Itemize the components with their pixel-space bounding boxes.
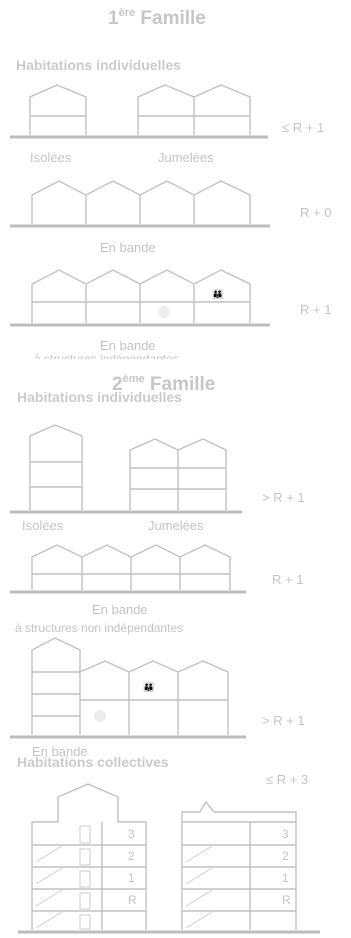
level-r1-gt-2: > R + 1 — [262, 713, 305, 728]
family-1-title: 1ère Famille — [108, 7, 206, 29]
label-isolees-1: Isolées — [30, 150, 72, 165]
label-jumelees-1: Jumelées — [158, 150, 214, 165]
house-semidetached-2 — [129, 438, 227, 510]
level-r1-gt: > R + 1 — [262, 490, 305, 505]
level-r1-le: ≤ R + 1 — [282, 120, 325, 135]
floor-label-3-a: 3 — [128, 827, 135, 841]
house-row-r1-independent: 👪 — [31, 269, 251, 323]
section-individual-1: Habitations individuelles — [16, 57, 181, 73]
level-r1-d: R + 1 — [272, 572, 304, 587]
house-row-r0 — [31, 180, 251, 224]
house-row-non-independent: 👪 — [31, 637, 229, 735]
section-individual-2: Habitations individuelles — [17, 389, 182, 405]
floor-label-2-b: 2 — [282, 849, 289, 863]
section-collective: Habitations collectives — [17, 754, 169, 770]
label-jumelees-2: Jumelées — [148, 518, 204, 533]
people-icon: 👪 — [212, 288, 223, 300]
fire-icon — [158, 306, 170, 318]
family-2-title: 2ème Famille — [112, 373, 216, 395]
label-en-bande-4: En bande — [32, 744, 88, 759]
floor-label-r-b: R — [282, 893, 291, 907]
label-en-bande-3: En bande — [92, 602, 148, 617]
house-isolated-1 — [29, 84, 87, 135]
floor-label-1-b: 1 — [282, 871, 289, 885]
label-isolees-2: Isolées — [22, 518, 64, 533]
floor-label-r-a: R — [128, 893, 137, 907]
floor-label-1-a: 1 — [128, 871, 135, 885]
floor-label-2-a: 2 — [128, 849, 135, 863]
label-structures-2: à structures non indépendantes — [15, 621, 184, 635]
label-structures-1: à structures indépendantes — [34, 352, 179, 359]
label-en-bande-1: En bande — [100, 240, 156, 255]
label-en-bande-2: En bande — [100, 338, 156, 353]
fire-icon-2 — [94, 710, 106, 722]
collective-building-1 — [31, 783, 147, 930]
house-semidetached-1 — [137, 84, 251, 135]
level-r1-b: R + 1 — [300, 302, 332, 317]
people-icon-2: 👪 — [143, 681, 154, 693]
floor-label-3-b: 3 — [282, 827, 289, 841]
level-r0: R + 0 — [300, 205, 332, 220]
house-isolated-2 — [29, 424, 83, 510]
collective-building-2 — [181, 800, 297, 930]
level-r3: ≤ R + 3 — [266, 772, 309, 787]
house-row-r1-family2 — [31, 544, 231, 590]
